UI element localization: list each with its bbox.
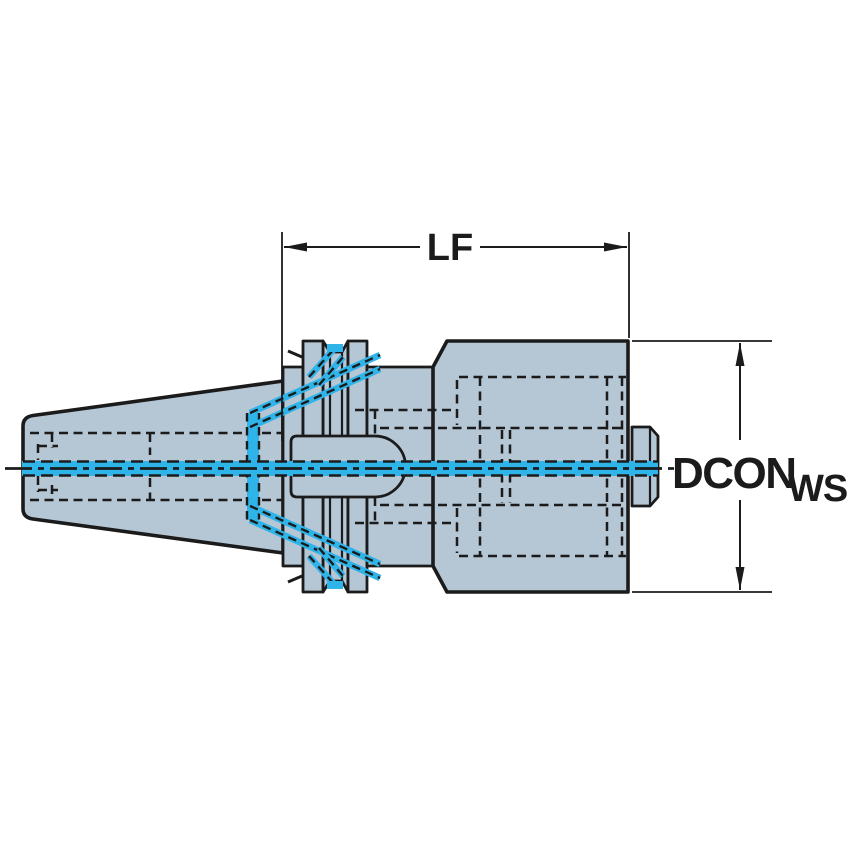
coolant-outlet-top (327, 344, 343, 352)
dcon-arrow-up (735, 343, 745, 366)
dcon-dimension: DCON WS (632, 340, 848, 593)
dcon-label: DCON (672, 449, 796, 498)
coolant-centerline (5, 460, 674, 477)
coolant-channels (245, 344, 382, 589)
coolant-outlet-bottom (327, 581, 343, 589)
lf-arrow-left (284, 242, 307, 252)
dcon-subscript-label: WS (788, 468, 847, 510)
lf-arrow-right (604, 242, 627, 252)
lf-dimension: LF (281, 227, 630, 441)
chamfer-tick-bottom (287, 574, 303, 584)
chamfer-tick-top (287, 349, 303, 359)
dcon-arrow-down (735, 567, 745, 590)
lf-label: LF (427, 227, 473, 269)
